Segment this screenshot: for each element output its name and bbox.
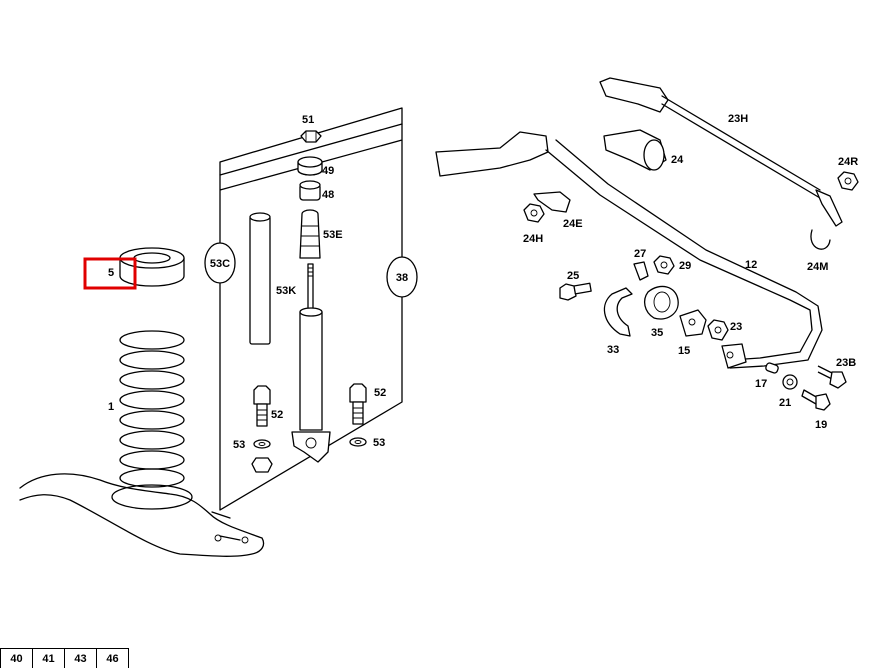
callout-53-left: 53 — [233, 439, 245, 451]
part-21-washer[interactable] — [782, 374, 798, 390]
callout-12: 12 — [745, 259, 757, 271]
part-24R-nut[interactable] — [837, 171, 859, 191]
callout-38: 38 — [396, 272, 408, 284]
part-23H-tie-rod[interactable] — [599, 77, 843, 227]
callout-51: 51 — [302, 114, 314, 126]
part-51-nut[interactable] — [300, 130, 322, 143]
callout-29: 29 — [679, 260, 691, 272]
part-1-coil-spring[interactable] — [119, 330, 185, 488]
callout-53C: 53C — [210, 258, 230, 270]
page-tab-46[interactable]: 46 — [96, 648, 129, 668]
callout-24H: 24H — [523, 233, 543, 245]
callout-21: 21 — [779, 397, 791, 409]
callout-labels: 51 49 48 53E 53K 5 1 52 52 53 53 23H 24 … — [108, 113, 858, 451]
callout-19: 19 — [815, 419, 827, 431]
part-24H-nut[interactable] — [523, 203, 545, 223]
callout-53E: 53E — [323, 229, 343, 241]
part-23-nut[interactable] — [707, 319, 729, 341]
callout-24R: 24R — [838, 156, 858, 168]
callout-circle-53C[interactable]: 53C — [204, 242, 236, 284]
part-53E-bump-stop[interactable] — [299, 209, 321, 259]
page-tabs: 40 41 43 46 — [0, 648, 129, 668]
part-24E-bracket[interactable] — [533, 191, 571, 213]
callout-24: 24 — [671, 154, 684, 166]
callout-23: 23 — [730, 321, 742, 333]
part-19-bolt[interactable] — [801, 389, 831, 411]
part-48-washer[interactable] — [299, 180, 321, 201]
callout-33: 33 — [607, 344, 619, 356]
callout-49: 49 — [322, 165, 334, 177]
part-52-bolt-right[interactable] — [349, 383, 367, 425]
callout-52-right: 52 — [374, 387, 386, 399]
part-27-clip[interactable] — [633, 261, 649, 281]
page-tab-40[interactable]: 40 — [0, 648, 33, 668]
part-nut-left[interactable] — [251, 457, 273, 473]
page-tab-41[interactable]: 41 — [32, 648, 65, 668]
callout-48: 48 — [322, 189, 334, 201]
part-53C-dust-cover[interactable] — [249, 212, 271, 345]
part-49-bushing[interactable] — [297, 156, 323, 176]
highlight-box — [83, 257, 137, 290]
callout-25: 25 — [567, 270, 579, 282]
part-38-shock-absorber[interactable] — [291, 307, 331, 463]
callout-27: 27 — [634, 248, 646, 260]
lower-control-arm — [19, 473, 265, 557]
callout-24M: 24M — [807, 261, 828, 273]
page-tab-43[interactable]: 43 — [64, 648, 97, 668]
part-53-washer-left[interactable] — [253, 439, 271, 449]
part-24M-clip[interactable] — [810, 229, 831, 250]
part-23B-bolt[interactable] — [817, 365, 847, 389]
callout-15: 15 — [678, 345, 690, 357]
part-5-spring-pad[interactable] — [119, 247, 185, 287]
part-53-washer-right[interactable] — [349, 437, 367, 447]
part-29-nut[interactable] — [653, 255, 675, 275]
part-52-bolt-left[interactable] — [253, 385, 271, 427]
callout-1: 1 — [108, 401, 114, 413]
callout-35: 35 — [651, 327, 663, 339]
part-12-stabilizer-bar[interactable] — [435, 131, 823, 369]
part-53K-rod[interactable] — [307, 263, 314, 313]
part-33-bracket[interactable] — [603, 287, 633, 337]
callout-circle-38[interactable]: 38 — [386, 256, 418, 298]
callout-23B: 23B — [836, 357, 856, 369]
callout-52-left: 52 — [271, 409, 283, 421]
part-24-bushing[interactable] — [603, 129, 667, 171]
part-15-bracket[interactable] — [679, 309, 707, 337]
part-17-pin[interactable] — [765, 362, 779, 374]
callout-24E: 24E — [563, 218, 583, 230]
callout-53K: 53K — [276, 285, 296, 297]
part-35-rubber-mount[interactable] — [643, 285, 679, 320]
callout-5: 5 — [108, 267, 114, 279]
part-25-bolt[interactable] — [559, 282, 592, 301]
callout-23H: 23H — [728, 113, 748, 125]
callout-17: 17 — [755, 378, 767, 390]
callout-53-right: 53 — [373, 437, 385, 449]
